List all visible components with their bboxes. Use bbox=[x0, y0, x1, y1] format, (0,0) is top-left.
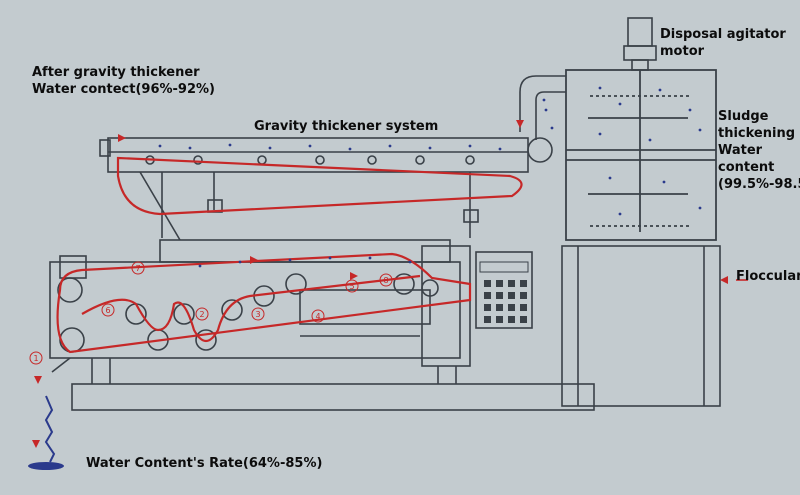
after-gravity-label: After gravity thickener Water contect(96… bbox=[32, 64, 215, 98]
callout-8: 8 bbox=[379, 273, 393, 287]
control-box bbox=[475, 251, 533, 329]
svg-text:6: 6 bbox=[105, 306, 110, 315]
gravity-thickener-frame bbox=[99, 137, 529, 241]
disposal-agitator-motor-label: Disposal agitator motor bbox=[660, 26, 786, 60]
callouts: 1 2 3 4 5 6 7 8 bbox=[29, 261, 393, 365]
svg-text:3: 3 bbox=[255, 310, 260, 319]
callout-2: 2 bbox=[195, 307, 209, 321]
callout-5: 5 bbox=[345, 279, 359, 293]
svg-text:5: 5 bbox=[349, 282, 354, 291]
svg-text:2: 2 bbox=[199, 310, 204, 319]
after-gravity-line1: After gravity thickener bbox=[32, 65, 200, 80]
flow-arrows bbox=[32, 120, 728, 448]
arrow-icon bbox=[516, 120, 524, 128]
upper-belt bbox=[116, 156, 523, 216]
agitator-line2: motor bbox=[660, 44, 705, 59]
lower-belt-1 bbox=[56, 252, 472, 354]
sludge-thickening-label: Sludge thickening Water content (99.5%-9… bbox=[718, 108, 800, 193]
arrow-icon bbox=[250, 256, 258, 264]
after-gravity-line2: Water contect(96%-92%) bbox=[32, 82, 215, 97]
discharged-cake bbox=[28, 395, 64, 470]
callout-7: 7 bbox=[131, 261, 145, 275]
lower-belt-2 bbox=[81, 274, 421, 343]
sludge-line3: Water bbox=[718, 143, 763, 158]
sludge-line2: thickening bbox=[718, 126, 796, 141]
sludge-line5: (99.5%-98.5 bbox=[718, 177, 800, 192]
thickening-tank bbox=[565, 69, 717, 241]
callout-6: 6 bbox=[101, 303, 115, 317]
agitator-motor bbox=[623, 17, 657, 71]
feed-pipe bbox=[519, 75, 566, 163]
gravity-thickener-system-label: Gravity thickener system bbox=[254, 119, 439, 134]
ground-base bbox=[71, 245, 721, 411]
svg-text:1: 1 bbox=[33, 354, 38, 363]
arrow-icon bbox=[720, 276, 728, 284]
callout-4: 4 bbox=[311, 309, 325, 323]
svg-text:4: 4 bbox=[315, 312, 320, 321]
agitator-line1: Disposal agitator bbox=[660, 27, 786, 42]
control-buttons bbox=[484, 280, 527, 323]
svg-text:7: 7 bbox=[135, 264, 140, 273]
support-rollers-upper bbox=[145, 155, 475, 165]
press-rollers bbox=[57, 273, 439, 353]
callout-3: 3 bbox=[251, 307, 265, 321]
arrow-icon bbox=[118, 134, 126, 142]
arrow-icon bbox=[32, 440, 40, 448]
svg-text:8: 8 bbox=[383, 276, 388, 285]
sludge-particles bbox=[158, 86, 702, 268]
filter-belts bbox=[56, 156, 523, 354]
water-content-rate-label: Water Content's Rate(64%-85%) bbox=[86, 456, 323, 471]
arrow-icon bbox=[34, 376, 42, 384]
arrow-icon bbox=[350, 272, 358, 280]
callout-1: 1 bbox=[29, 351, 43, 365]
flocculant-label: Flocculant bbox=[736, 269, 800, 284]
sludge-line4: content bbox=[718, 160, 775, 175]
sludge-line1: Sludge bbox=[718, 109, 769, 124]
